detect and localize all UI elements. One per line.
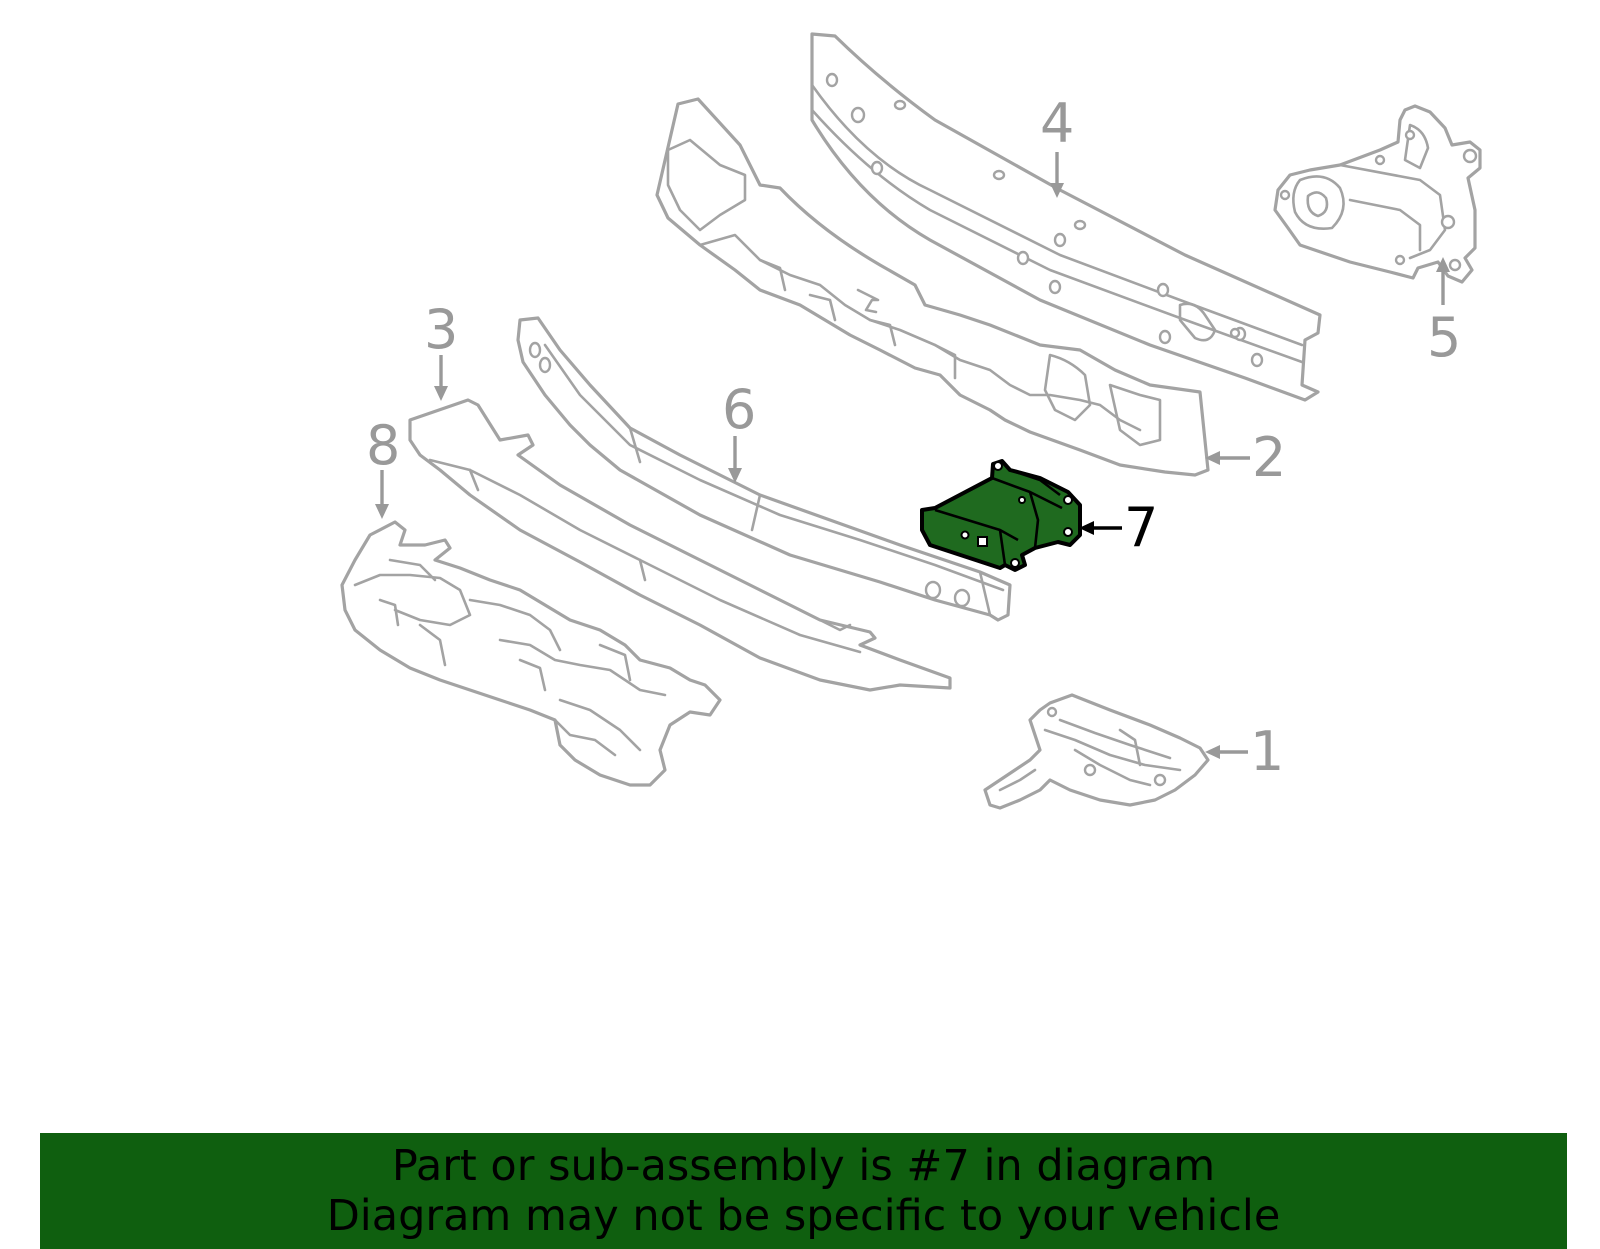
part-5-bracket[interactable]	[1273, 104, 1482, 284]
callout-8: 8	[366, 414, 400, 519]
callout-1: 1	[1205, 720, 1284, 783]
callout-label-5: 5	[1427, 306, 1461, 369]
callout-label-3: 3	[424, 298, 458, 361]
part-3-lower-support[interactable]	[408, 398, 952, 692]
callout-4: 4	[1040, 92, 1074, 198]
callout-label-8: 8	[366, 414, 400, 477]
part-6-impact-bar[interactable]	[516, 316, 1012, 622]
part-1-bracket[interactable]	[983, 693, 1210, 810]
callout-label-1: 1	[1250, 720, 1284, 783]
callout-label-6: 6	[722, 378, 756, 441]
part-7-bracket-highlighted[interactable]	[920, 459, 1082, 572]
callout-3: 3	[424, 298, 458, 401]
callout-7: 7	[1079, 496, 1158, 559]
part-8-absorber-bracket[interactable]	[340, 520, 722, 787]
part-4-reinforcement-bar[interactable]	[810, 32, 1322, 402]
callout-6: 6	[722, 378, 756, 483]
callout-label-7: 7	[1124, 496, 1158, 559]
info-banner: Part or sub-assembly is #7 in diagram Di…	[40, 1133, 1567, 1249]
callout-2: 2	[1205, 426, 1286, 489]
banner-line-1: Part or sub-assembly is #7 in diagram	[391, 1141, 1216, 1191]
banner-line-2: Diagram may not be specific to your vehi…	[326, 1191, 1281, 1241]
callout-5: 5	[1427, 257, 1461, 369]
part-2-energy-absorber[interactable]	[655, 97, 1210, 477]
callout-label-2: 2	[1252, 426, 1286, 489]
callout-label-4: 4	[1040, 92, 1074, 155]
